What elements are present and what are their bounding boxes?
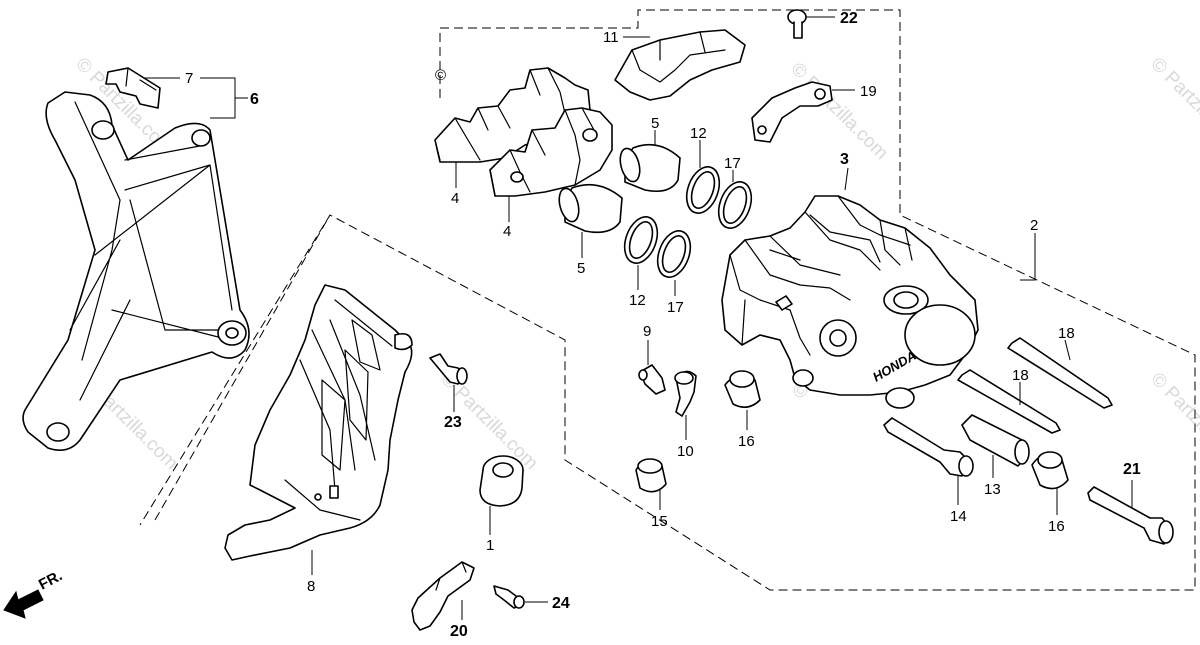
sleeve-13	[961, 414, 1030, 467]
callout-20: 20	[450, 623, 468, 640]
boot-15	[635, 458, 667, 493]
caliper-bolt-14	[883, 417, 974, 477]
callout-8: 8	[307, 578, 315, 595]
watermark: © Partzilla.com	[1146, 369, 1200, 474]
callout-9: 9	[643, 323, 651, 340]
assembly-boundaries	[139, 9, 1196, 591]
callout-15: 15	[651, 513, 668, 530]
callout-22: 22	[840, 10, 858, 27]
callout-13: 13	[984, 481, 1001, 498]
callout-23: 23	[444, 414, 462, 431]
hose-guide-bracket	[411, 561, 475, 631]
pistons	[558, 143, 681, 234]
callout-6: 6	[250, 91, 259, 108]
screw-24	[493, 585, 525, 609]
callout-18a: 18	[1058, 325, 1075, 342]
callout-21: 21	[1123, 461, 1141, 478]
piston-seals	[623, 166, 753, 278]
callout-5a: 5	[651, 115, 659, 132]
callout-2: 2	[1030, 217, 1038, 234]
front-direction-indicator: FR.	[3, 567, 65, 619]
brake-pads: ©	[434, 67, 613, 197]
callout-12a: 12	[690, 125, 707, 142]
callout-11: 11	[603, 29, 619, 46]
pin-boot	[479, 455, 524, 507]
callout-4b: 4	[503, 223, 511, 240]
callout-12b: 12	[629, 292, 646, 309]
callout-labels: 7 6 11 22 19 5 12 17 3 4 4 2 5 12 17 18 …	[185, 10, 1141, 640]
leader-lines	[143, 16, 1133, 620]
bracket-19	[751, 81, 833, 143]
disc-cover	[224, 284, 413, 561]
bleeder-valve	[638, 364, 666, 395]
caliper-body: HONDA	[721, 195, 979, 409]
callout-19: 19	[860, 83, 877, 100]
watermark: © Partzilla.com	[1146, 54, 1200, 159]
callout-16a: 16	[738, 433, 755, 450]
callout-17a: 17	[724, 155, 741, 172]
callout-17b: 17	[667, 299, 684, 316]
bleeder-cap	[674, 370, 697, 417]
callout-14: 14	[950, 508, 967, 525]
callout-4a: 4	[451, 190, 459, 207]
front-arrow-icon	[3, 589, 44, 619]
pad-marking: ©	[435, 67, 446, 84]
callout-5b: 5	[577, 260, 585, 277]
callout-3: 3	[840, 151, 849, 168]
pad-spring	[614, 29, 746, 101]
callout-1: 1	[486, 537, 494, 554]
callout-24: 24	[552, 595, 570, 612]
front-label: FR.	[36, 567, 65, 593]
callout-7: 7	[185, 70, 193, 87]
caliper-bracket	[22, 91, 250, 451]
callout-16b: 16	[1048, 518, 1065, 535]
bolt-22	[787, 9, 807, 39]
watermark: © Partzilla.com	[786, 59, 891, 164]
callout-10: 10	[677, 443, 694, 460]
bolt-21	[1087, 486, 1174, 545]
pin-boots	[724, 370, 1069, 490]
bolt-23	[429, 353, 468, 385]
callout-18b: 18	[1012, 367, 1029, 384]
pad-pins	[957, 337, 1113, 434]
